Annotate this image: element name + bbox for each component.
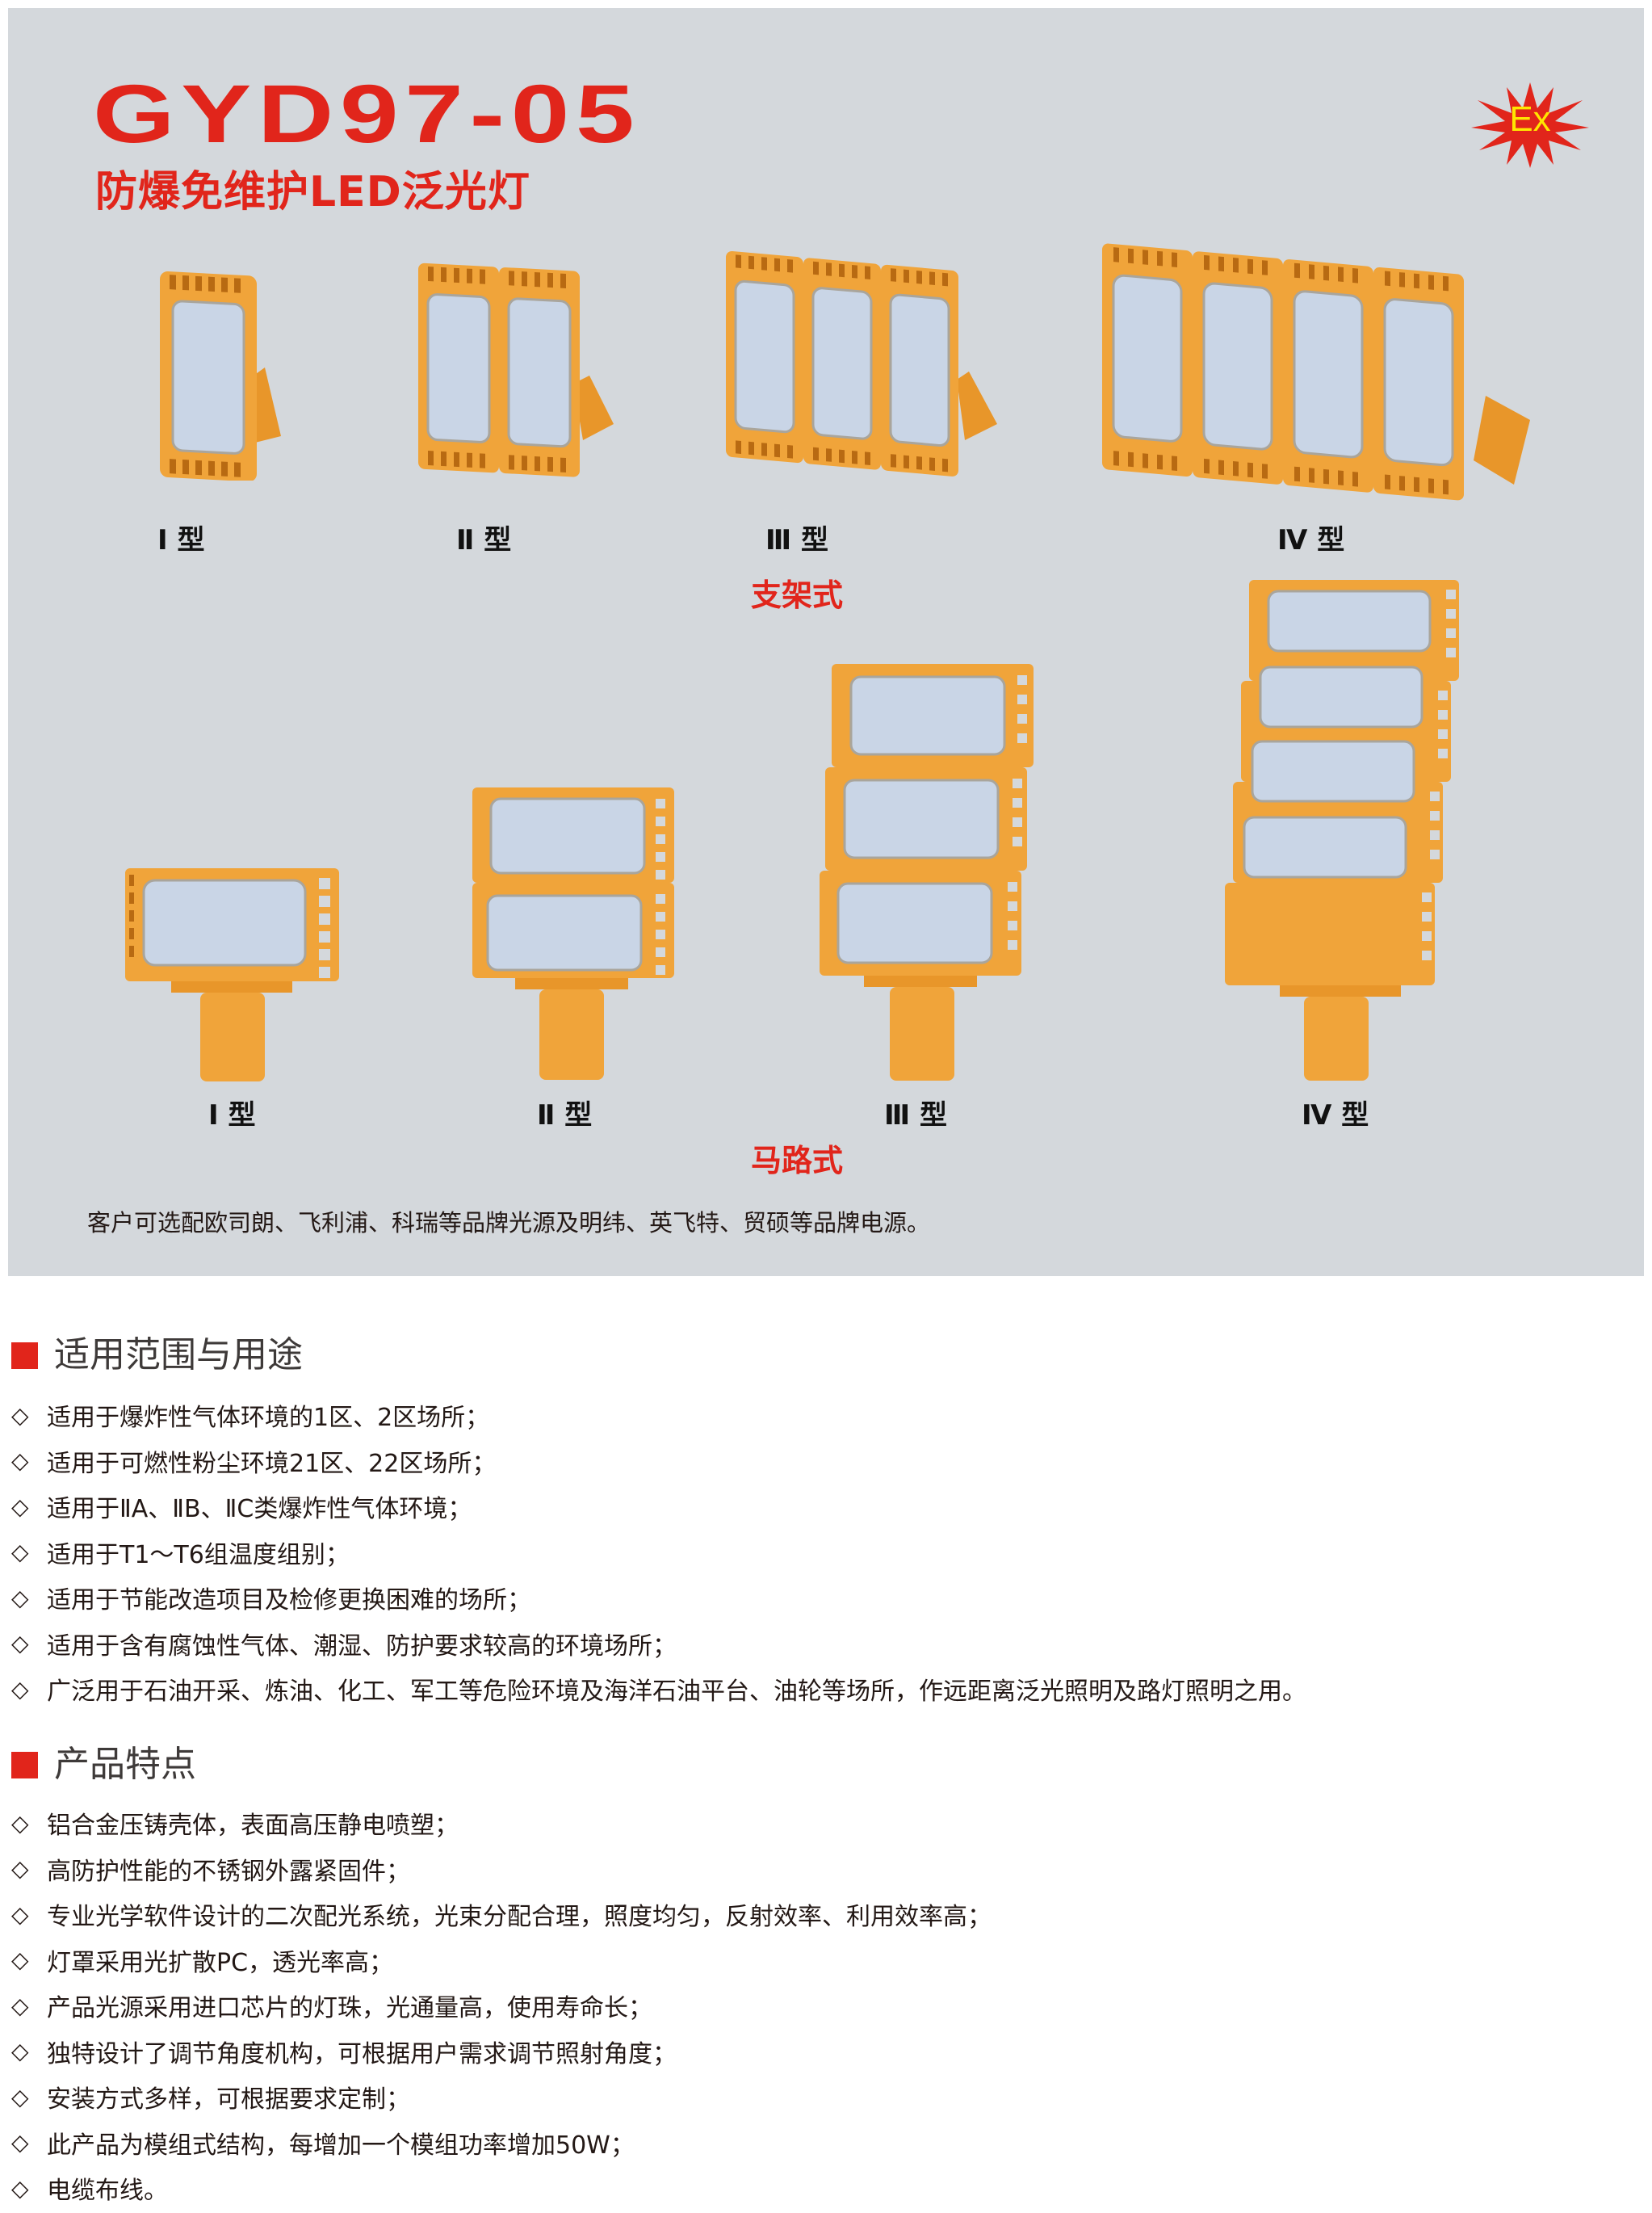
red-square-icon [11,1342,38,1369]
diamond-bullet-icon: ◇ [11,1493,29,1520]
diamond-bullet-icon: ◇ [11,1447,29,1475]
road-lamp-type-2-image [472,787,674,1080]
list-item: ◇专业光学软件设计的二次配光系统，光束分配合理，照度均匀，反射效率、利用效率高； [11,1900,992,1932]
diamond-bullet-icon: ◇ [11,2174,29,2202]
bracket-type-group-label: 支架式 [751,577,844,613]
diamond-bullet-icon: ◇ [11,1401,29,1429]
diamond-bullet-icon: ◇ [11,1992,29,2019]
road-lamp-type-4-image [1225,580,1459,1081]
features-list: ◇铝合金压铸壳体，表面高压静电喷塑； ◇高防护性能的不锈钢外露紧固件； ◇专业光… [11,1800,992,2211]
product-subtitle: 防爆免维护LED泛光灯 [95,168,530,216]
bracket-lamp-type-2-image [418,262,614,477]
list-item: ◇灯罩采用光扩散PC，透光率高； [11,1946,394,1977]
road-type-1-label: Ⅰ 型 [208,1099,256,1132]
list-item: ◇产品光源采用进口芯片的灯珠，光通量高，使用寿命长； [11,1992,652,2023]
starburst-icon [1471,82,1589,168]
list-item: ◇电缆布线。 [11,2174,168,2206]
bracket-type-2-label: Ⅱ 型 [456,524,512,556]
road-type-4-label: Ⅳ 型 [1302,1099,1369,1132]
application-list: ◇适用于爆炸性气体环境的1区、2区场所； ◇适用于可燃性粉尘环境21区、22区场… [11,1392,1306,1712]
diamond-bullet-icon: ◇ [11,1900,29,1928]
bracket-type-4-label: Ⅳ 型 [1277,524,1345,556]
ex-badge-text: Ex [1509,99,1551,139]
diamond-bullet-icon: ◇ [11,1675,29,1703]
section-title: 适用范围与用途 [54,1334,303,1375]
list-item: ◇铝合金压铸壳体，表面高压静电喷塑； [11,1809,459,1841]
list-item: ◇适用于T1～T6组温度组别； [11,1539,350,1569]
diamond-bullet-icon: ◇ [11,1809,29,1837]
bracket-lamp-type-4-image [1102,243,1530,501]
road-type-3-label: Ⅲ 型 [884,1099,947,1132]
model-title: GYD97-05 [93,68,641,160]
list-item: ◇适用于含有腐蚀性气体、潮湿、防护要求较高的环境场所； [11,1630,677,1661]
diamond-bullet-icon: ◇ [11,2083,29,2110]
list-item: ◇适用于可燃性粉尘环境21区、22区场所； [11,1447,497,1478]
list-item: ◇此产品为模组式结构，每增加一个模组功率增加50W； [11,2129,635,2160]
list-item: ◇安装方式多样，可根据要求定制； [11,2083,410,2114]
diamond-bullet-icon: ◇ [11,1539,29,1566]
bracket-lamp-type-1-image [160,271,281,481]
bracket-lamp-type-3-image [726,251,997,477]
diamond-bullet-icon: ◇ [11,1584,29,1611]
diamond-bullet-icon: ◇ [11,1630,29,1657]
road-type-2-label: Ⅱ 型 [537,1099,593,1132]
diamond-bullet-icon: ◇ [11,2038,29,2065]
red-square-icon [11,1751,38,1778]
list-item: ◇适用于节能改造项目及检修更换困难的场所； [11,1584,531,1615]
list-item: ◇独特设计了调节角度机构，可根据用户需求调节照射角度； [11,2038,677,2068]
road-lamp-type-3-image [820,664,1034,1081]
section-heading-application: 适用范围与用途 [11,1337,303,1373]
diamond-bullet-icon: ◇ [11,1946,29,1974]
list-item: ◇适用于ⅡA、ⅡB、ⅡC类爆炸性气体环境； [11,1493,472,1524]
list-item: ◇广泛用于石油开采、炼油、化工、军工等危险环境及海洋石油平台、油轮等场所，作远距… [11,1675,1306,1707]
section-heading-features: 产品特点 [11,1747,196,1783]
road-type-group-label: 马路式 [751,1143,844,1178]
list-item: ◇适用于爆炸性气体环境的1区、2区场所； [11,1401,490,1433]
road-lamp-type-1-image [125,868,339,1081]
ex-explosion-proof-badge: Ex [1470,81,1591,170]
bracket-type-1-label: Ⅰ 型 [157,524,205,556]
section-title: 产品特点 [54,1744,196,1785]
diamond-bullet-icon: ◇ [11,1855,29,1883]
brand-options-note: 客户可选配欧司朗、飞利浦、科瑞等品牌光源及明纬、英飞特、贸硕等品牌电源。 [87,1209,931,1237]
list-item: ◇高防护性能的不锈钢外露紧固件； [11,1855,410,1886]
bracket-type-3-label: Ⅲ 型 [765,524,828,556]
diamond-bullet-icon: ◇ [11,2129,29,2156]
